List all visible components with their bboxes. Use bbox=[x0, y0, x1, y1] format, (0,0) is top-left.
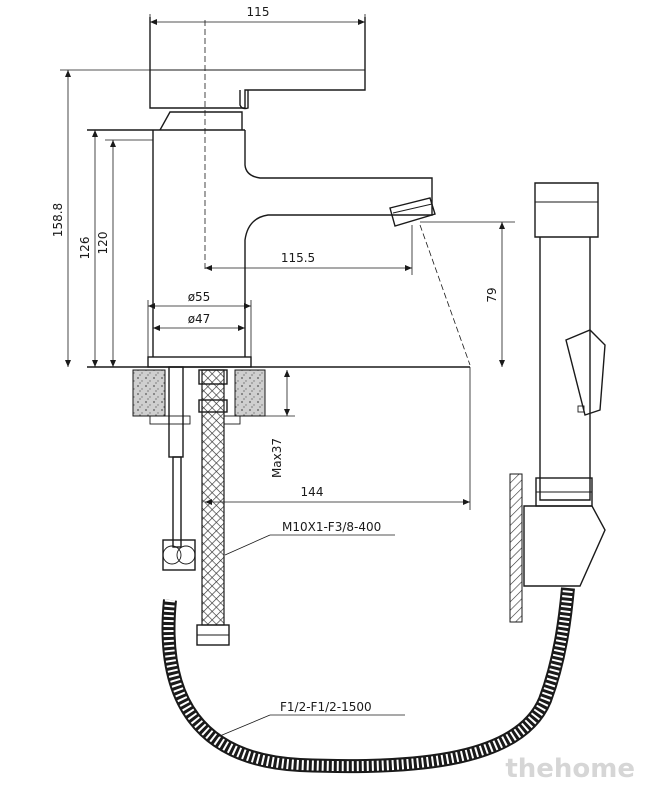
dim-label-height-body: 126 bbox=[78, 237, 92, 260]
wall-holder bbox=[509, 473, 606, 623]
dim-label-height-spout: 120 bbox=[96, 232, 110, 255]
dim-label-aerator-height: 79 bbox=[485, 287, 499, 302]
dim-label-height-total: 158.8 bbox=[51, 203, 65, 237]
callout-supply-hose: M10X1-F3/8-400 bbox=[282, 520, 381, 534]
faucet-base bbox=[87, 356, 470, 368]
watermark-logo: thehome bbox=[505, 754, 635, 784]
dim-label-reach-spout: 115.5 bbox=[281, 251, 315, 265]
dimension-lines bbox=[60, 14, 515, 739]
hand-shower bbox=[534, 182, 606, 507]
mounting-stud bbox=[162, 366, 196, 571]
faucet-handle bbox=[149, 17, 366, 131]
faucet-body bbox=[87, 129, 436, 357]
dim-label-max-deck: Max37 bbox=[270, 438, 284, 478]
deck-section bbox=[132, 369, 266, 425]
callout-shower-hose: F1/2-F1/2-1500 bbox=[280, 700, 372, 714]
shower-hose bbox=[161, 587, 575, 774]
supply-hose bbox=[196, 369, 230, 646]
dim-label-inner-dia: ø47 bbox=[188, 312, 211, 326]
dim-label-base-dia: ø55 bbox=[188, 290, 211, 304]
dim-label-reach-hose: 144 bbox=[301, 485, 324, 499]
dim-label-width-top: 115 bbox=[247, 5, 270, 19]
